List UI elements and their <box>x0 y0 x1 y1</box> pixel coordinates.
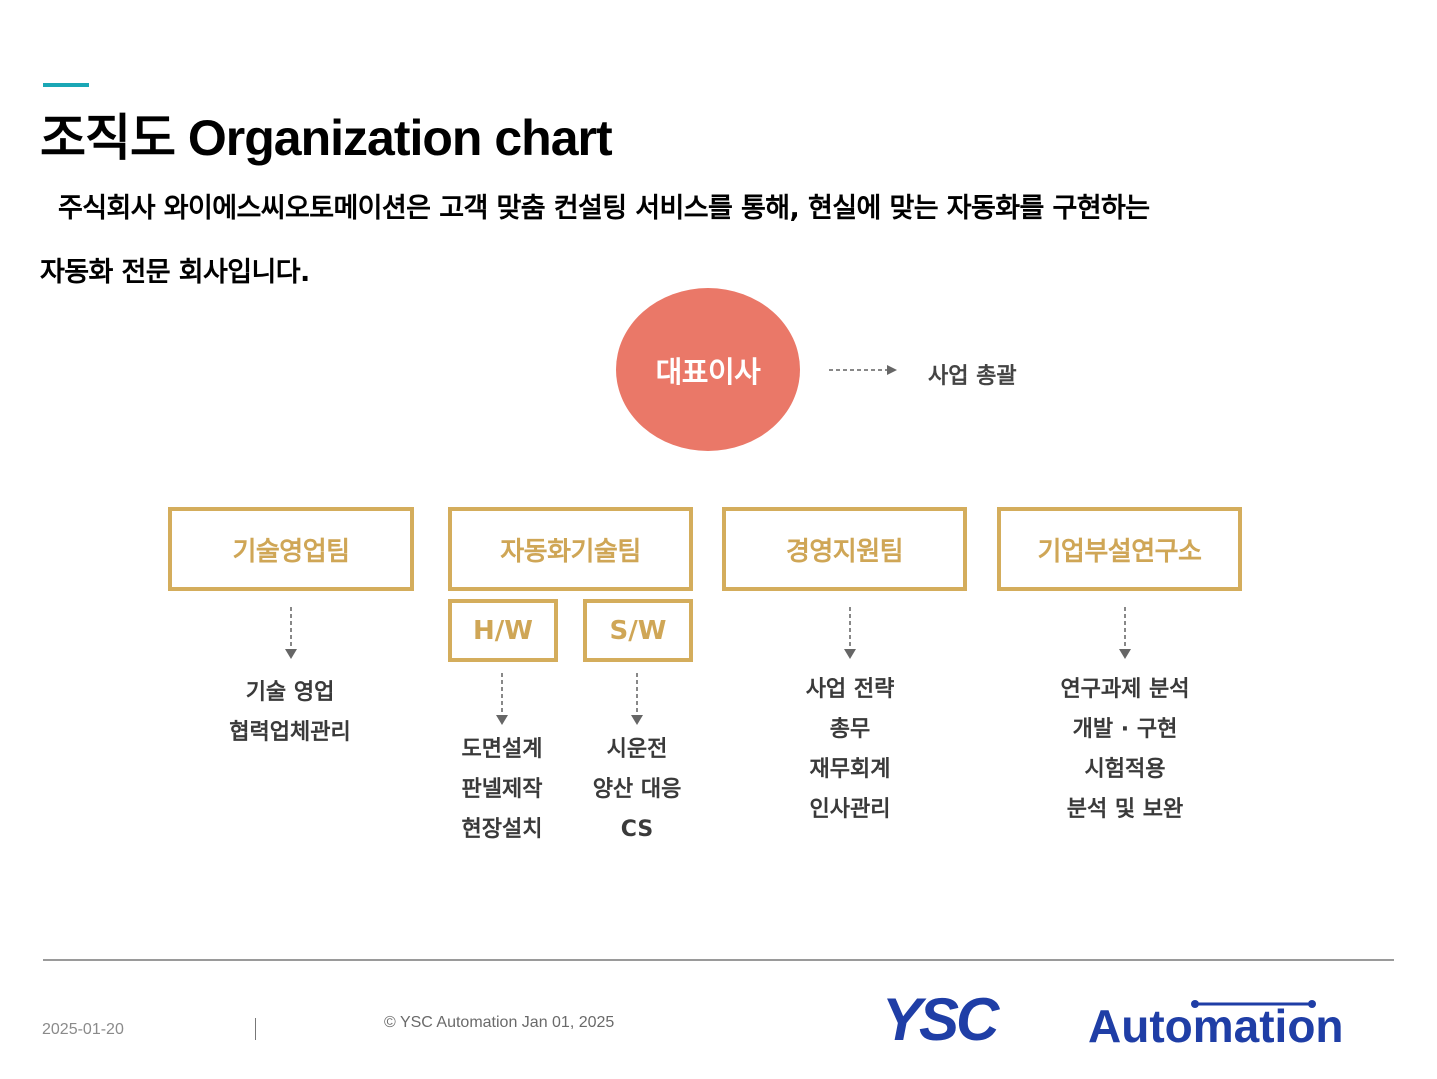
intro-text-line-2: 자동화 전문 회사입니다. <box>40 257 310 288</box>
duty-item: 인사관리 <box>809 797 891 822</box>
duty-item: 재무회계 <box>809 757 891 782</box>
team-name: 자동화기술팀 <box>500 536 641 567</box>
team-duties-research-lab: 연구과제 분석 개발 · 구현 시험적용 분석 및 보완 <box>1015 670 1235 830</box>
footer-copyright: © YSC Automation Jan 01, 2025 <box>384 1014 615 1031</box>
team-box-management: 경영지원팀 <box>722 507 967 591</box>
duty-item: CS <box>620 817 654 842</box>
duty-item: 연구과제 분석 <box>1060 677 1190 702</box>
duty-item: 시운전 <box>606 737 668 762</box>
footer-separator <box>255 1018 256 1040</box>
duty-item: 도면설계 <box>461 737 543 762</box>
intro-text-line-1: 주식회사 와이에스씨오토메이션은 고객 맞춤 컨설팅 서비스를 통해, 현실에 … <box>58 193 1150 224</box>
duty-item: 총무 <box>829 717 871 742</box>
duty-item: 판넬제작 <box>461 777 543 802</box>
team-name: 기업부설연구소 <box>1037 536 1202 567</box>
subteam-name: H/W <box>473 615 533 646</box>
subteam-box-hw: H/W <box>448 599 558 662</box>
duty-item: 분석 및 보완 <box>1066 797 1184 822</box>
logo-text-ysc: YSC <box>882 990 1001 1050</box>
arrow-down-icon <box>631 673 643 725</box>
ceo-node: 대표이사 <box>616 288 800 451</box>
arrow-down-icon <box>285 607 297 659</box>
duty-item: 개발 · 구현 <box>1072 717 1178 742</box>
subteam-name: S/W <box>609 615 667 646</box>
subteam-duties-hw: 도면설계 판넬제작 현장설치 <box>432 730 572 850</box>
arrow-down-icon <box>844 607 856 659</box>
team-duties-management: 사업 전략 총무 재무회계 인사관리 <box>750 670 950 830</box>
duty-item: 기술 영업 <box>245 680 335 705</box>
title-accent-bar <box>43 83 89 87</box>
ceo-duty-arrow-icon <box>829 365 897 375</box>
team-box-research-lab: 기업부설연구소 <box>997 507 1242 591</box>
subteam-duties-sw: 시운전 양산 대응 CS <box>567 730 707 850</box>
arrow-down-icon <box>1119 607 1131 659</box>
duty-item: 양산 대응 <box>592 777 682 802</box>
duty-item: 사업 전략 <box>805 677 895 702</box>
duty-item: 협력업체관리 <box>229 720 351 745</box>
ceo-duty: 사업 총괄 <box>928 364 1017 389</box>
arrow-down-icon <box>496 673 508 725</box>
logo-text-automation: Automation <box>1088 1000 1344 1050</box>
footer-divider <box>43 959 1394 961</box>
team-name: 경영지원팀 <box>785 536 904 567</box>
subteam-box-sw: S/W <box>583 599 693 662</box>
team-name: 기술영업팀 <box>232 536 350 567</box>
team-box-sales: 기술영업팀 <box>168 507 414 591</box>
duty-item: 시험적용 <box>1084 757 1166 782</box>
duty-item: 현장설치 <box>461 817 543 842</box>
team-duties-sales: 기술 영업 협력업체관리 <box>190 673 390 753</box>
page-title: 조직도 Organization chart <box>40 110 613 166</box>
ceo-label: 대표이사 <box>655 354 761 389</box>
team-box-automation: 자동화기술팀 <box>448 507 693 591</box>
company-logo: YSC Automation <box>882 990 1344 1050</box>
footer-date: 2025-01-20 <box>42 1021 124 1038</box>
